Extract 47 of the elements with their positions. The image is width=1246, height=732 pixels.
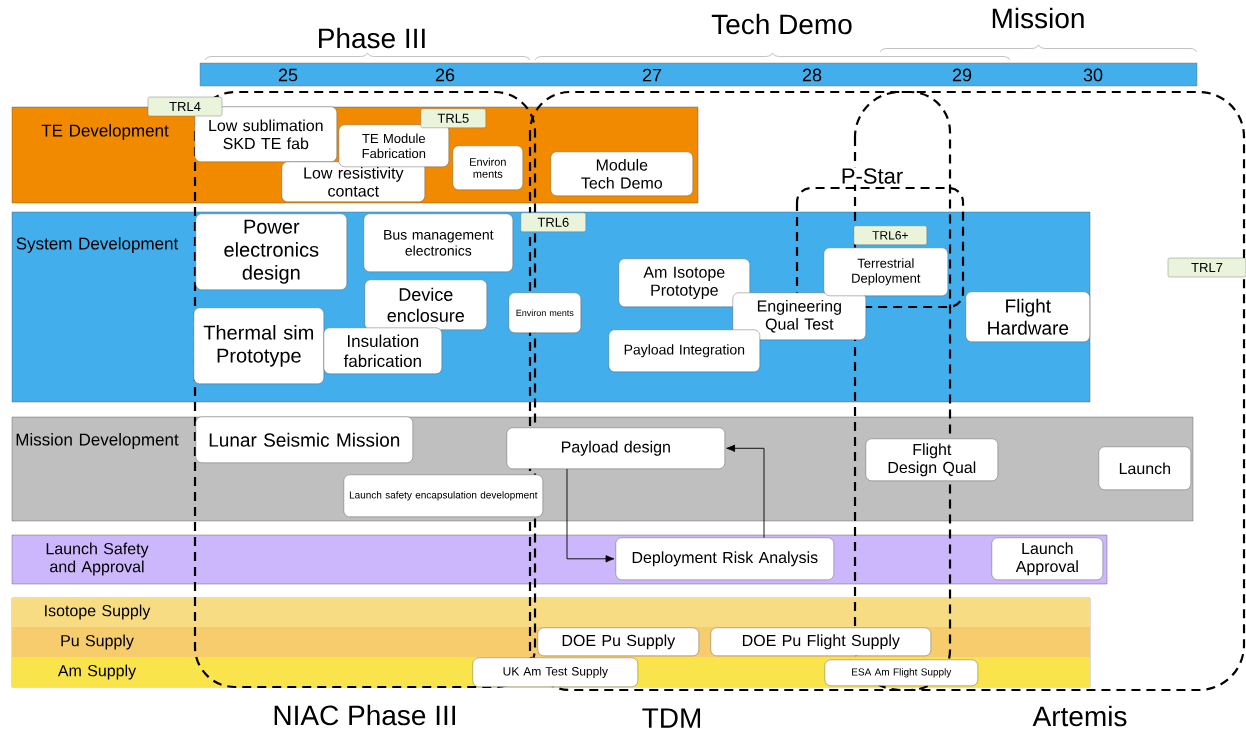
lane-band: Isotope Supply: [12, 598, 1090, 627]
region-label: TDM: [640, 707, 704, 729]
task-box: Thermal sim Prototype: [193, 307, 324, 384]
phase-label: Tech Demo: [711, 13, 852, 35]
task-box: Device enclosure: [364, 279, 487, 330]
task-box: Lunar Seismic Mission: [195, 416, 413, 463]
task-box: Am Isotope Prototype: [618, 258, 750, 307]
task-box: DOE Pu Supply: [537, 627, 699, 656]
task-box: Flight Design Qual: [865, 438, 998, 481]
task-box: Low resistivity contact: [281, 161, 425, 202]
phase-label: Phase III: [319, 27, 425, 49]
year-label: 28: [802, 68, 822, 82]
year-label: 29: [952, 68, 972, 82]
task-box: Launch safety encapsulation development: [343, 474, 543, 517]
task-box: Flight Hardware: [965, 291, 1090, 342]
task-box: Insulation fabrication: [323, 327, 442, 374]
task-box: Deployment Risk Analysis: [615, 537, 834, 580]
arrow: [726, 444, 765, 539]
task-box: Module Tech Demo: [550, 151, 693, 196]
task-box: Launch Approval: [991, 537, 1103, 580]
task-box: TE Module Fabrication: [338, 124, 449, 167]
trl-tag: TRL6+: [853, 225, 927, 245]
trl-tag: TRL5: [420, 108, 486, 128]
year-label: 26: [435, 68, 455, 82]
task-box: Environ ments: [452, 145, 523, 190]
task-box: Payload Integration: [608, 329, 760, 372]
region-label: P-Star: [839, 167, 905, 185]
year-label: 30: [1083, 68, 1103, 82]
task-box: Engineering Qual Test: [732, 292, 866, 340]
task-box: Environ ments: [508, 292, 581, 333]
task-box: UK Am Test Supply: [472, 657, 638, 687]
phase-label: Mission: [992, 7, 1084, 29]
region-label: NIAC Phase III: [271, 703, 459, 727]
task-box: ESA Am Flight Supply: [824, 659, 978, 686]
trl-tag: TRL6: [520, 212, 586, 232]
arrow: [566, 468, 615, 563]
task-box: Power electronics design: [195, 213, 347, 290]
task-box: Terrestrial Deployment: [823, 247, 948, 296]
task-box: Launch: [1098, 446, 1191, 490]
task-box: DOE Pu Flight Supply: [710, 627, 931, 656]
task-box: Bus management electronics: [363, 213, 513, 272]
trl-tag: TRL4: [147, 96, 223, 117]
year-label: 25: [278, 68, 298, 82]
region-label: Artemis: [1031, 704, 1129, 728]
year-label: 27: [642, 68, 662, 82]
task-box: Payload design: [506, 427, 725, 469]
trl-tag: TRL7: [1167, 257, 1246, 278]
